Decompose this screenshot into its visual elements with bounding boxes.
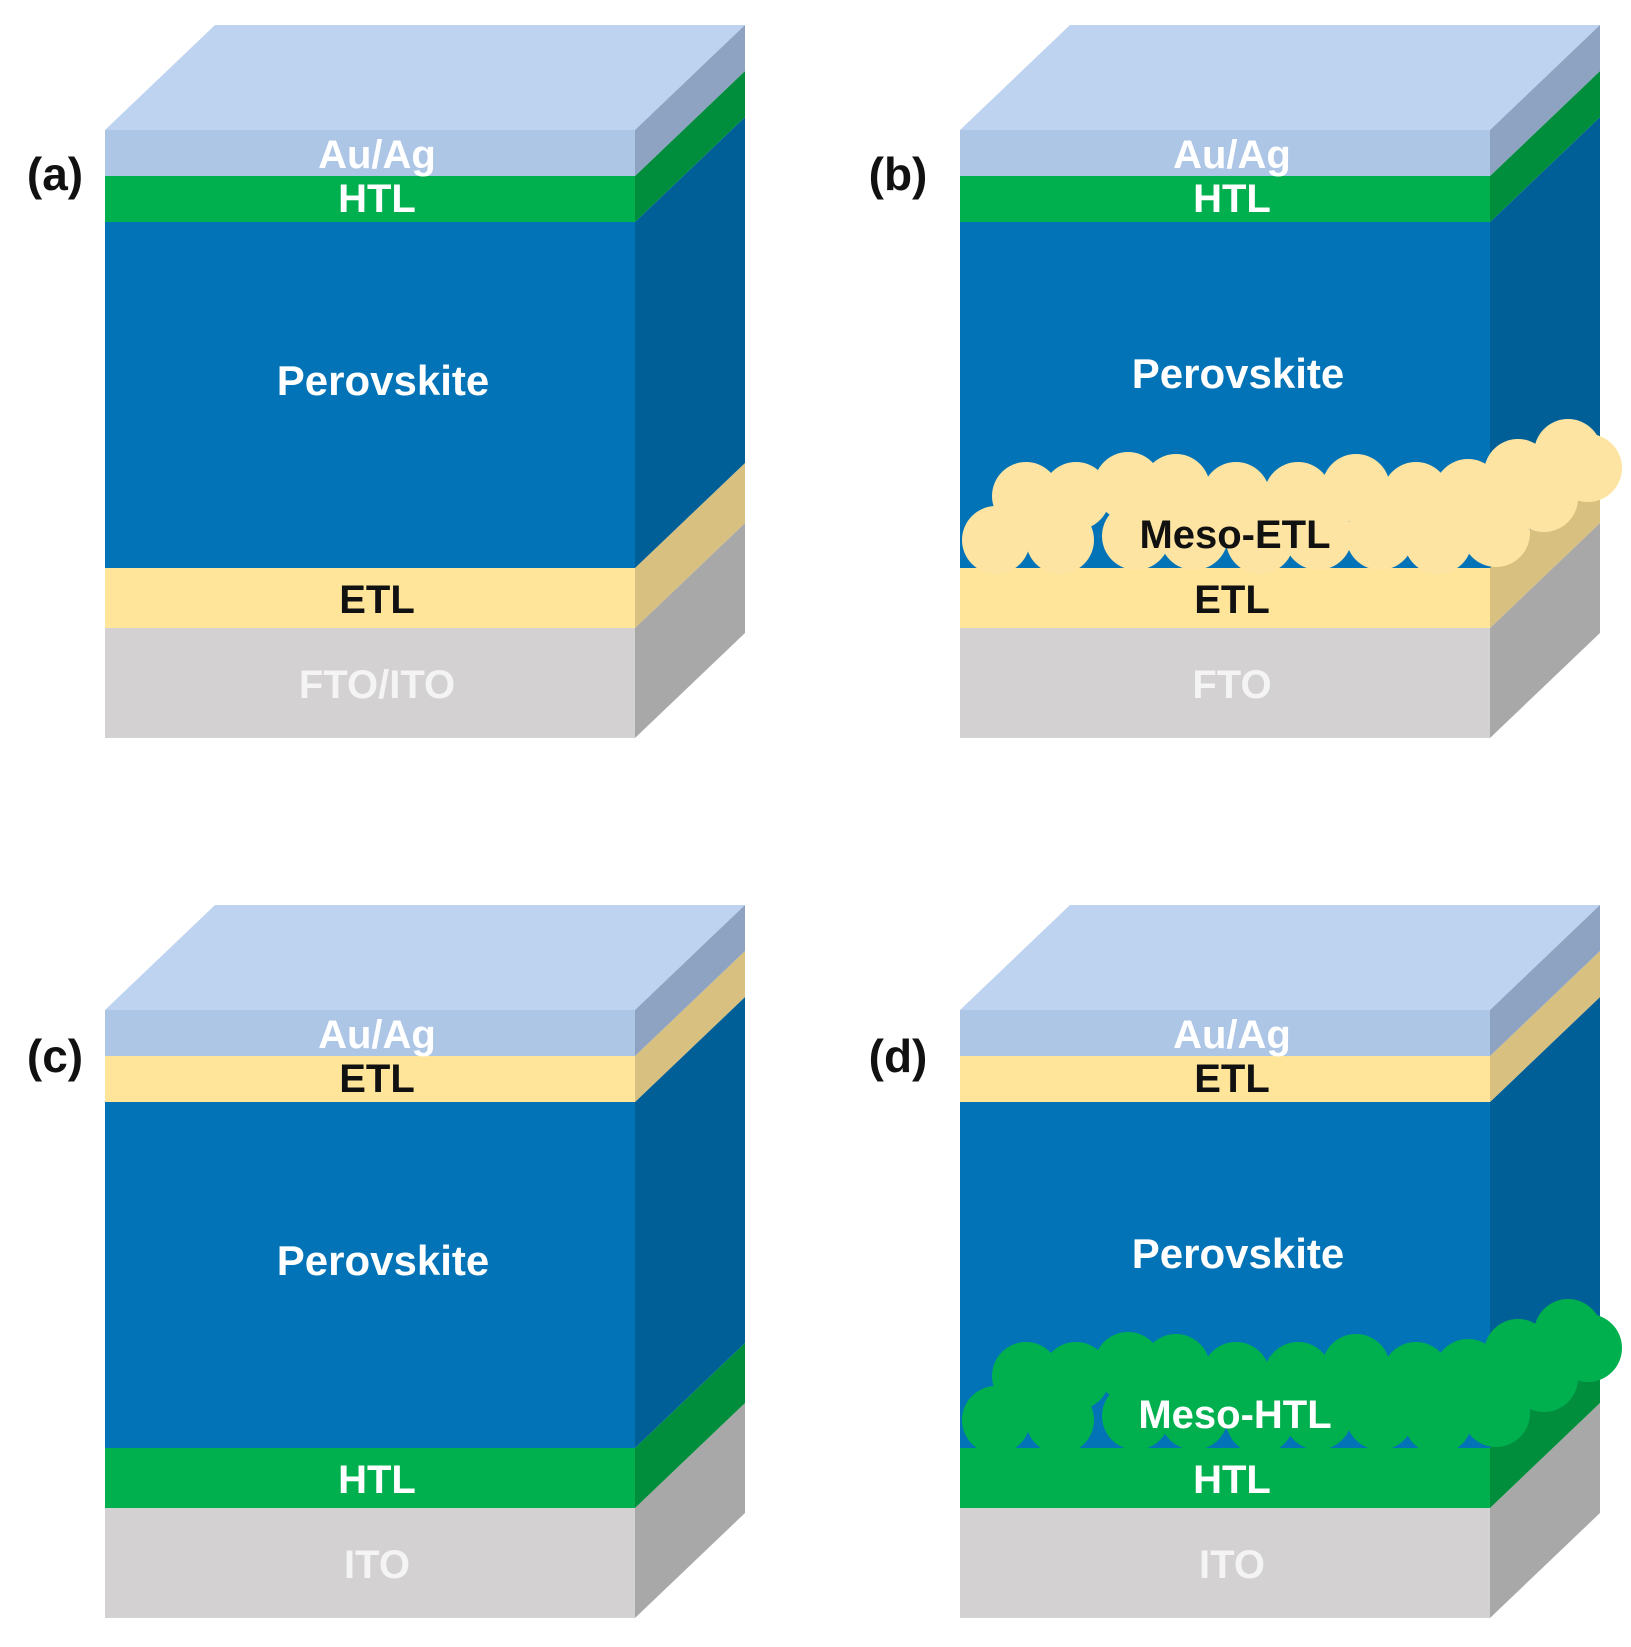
lower-transport-layer-side — [635, 463, 745, 628]
substrate-layer-front — [960, 628, 1490, 738]
meso-particle — [1462, 1379, 1530, 1447]
metal-layer-front — [105, 1010, 635, 1056]
upper-transport-layer-front — [105, 176, 635, 222]
meso-htl-particles — [962, 1299, 1622, 1454]
upper-transport-layer-side — [1490, 951, 1600, 1102]
lower-transport-layer-front — [105, 568, 635, 628]
upper-transport-layer-side — [1490, 71, 1600, 222]
upper-transport-layer-side — [635, 71, 745, 222]
meso-particle — [1284, 1382, 1352, 1450]
meso-particle — [1284, 502, 1352, 570]
panel-label-c: (c) — [27, 1030, 83, 1082]
substrate-label: FTO — [1192, 663, 1271, 707]
substrate-layer-front — [105, 628, 635, 738]
perovskite-label: Perovskite — [1132, 1230, 1344, 1277]
perovskite-label: Perovskite — [277, 357, 489, 404]
substrate-layer-side — [1490, 1403, 1600, 1618]
meso-particle — [1102, 1382, 1170, 1450]
substrate-layer-side — [635, 1403, 745, 1618]
metal-top-face — [960, 25, 1600, 130]
lower-transport-label: HTL — [1193, 1458, 1271, 1502]
upper-transport-label: ETL — [339, 1057, 415, 1101]
meso-particle — [1094, 452, 1162, 520]
meso-etl-particles — [962, 419, 1622, 574]
upper-transport-label: HTL — [338, 177, 416, 221]
meso-particle — [1094, 1332, 1162, 1400]
metal-top-face — [960, 905, 1600, 1010]
perovskite-layer-front — [105, 1102, 635, 1448]
lower-transport-layer-front — [960, 568, 1490, 628]
substrate-layer-side — [1490, 523, 1600, 738]
metal-layer-label: Au/Ag — [1173, 1013, 1291, 1057]
perovskite-layer-side — [635, 997, 745, 1448]
panel-label-d: (d) — [869, 1030, 928, 1082]
panel-label-b: (b) — [869, 148, 928, 200]
meso-particle — [1226, 1386, 1294, 1454]
metal-layer-side — [1490, 25, 1600, 176]
lower-transport-layer-side — [635, 1343, 745, 1508]
metal-layer-side — [635, 25, 745, 176]
meso-layer-label: Meso-HTL — [1138, 1393, 1331, 1437]
perovskite-label: Perovskite — [277, 1237, 489, 1284]
substrate-label: ITO — [344, 1543, 410, 1587]
metal-top-face — [105, 905, 745, 1010]
upper-transport-layer-front — [960, 176, 1490, 222]
perovskite-layer-side — [635, 117, 745, 568]
substrate-layer-front — [960, 1508, 1490, 1618]
substrate-label: FTO/ITO — [299, 663, 455, 707]
lower-transport-layer-front — [105, 1448, 635, 1508]
meso-particle — [1226, 506, 1294, 574]
substrate-layer-front — [105, 1508, 635, 1618]
meso-layer-label: Meso-ETL — [1139, 513, 1330, 557]
lower-transport-layer-front — [960, 1448, 1490, 1508]
upper-transport-layer-front — [960, 1056, 1490, 1102]
meso-particle — [1554, 434, 1622, 502]
meso-particle — [1102, 502, 1170, 570]
substrate-layer-side — [635, 523, 745, 738]
metal-layer-side — [1490, 905, 1600, 1056]
perovskite-layer-front — [105, 222, 635, 568]
upper-transport-label: HTL — [1193, 177, 1271, 221]
meso-particle — [1042, 1342, 1110, 1410]
metal-layer-label: Au/Ag — [318, 1013, 436, 1057]
metal-layer-front — [960, 1010, 1490, 1056]
meso-particle — [1042, 462, 1110, 530]
lower-transport-label: HTL — [338, 1458, 416, 1502]
metal-layer-front — [105, 130, 635, 176]
metal-layer-label: Au/Ag — [318, 133, 436, 177]
meso-particle — [1462, 499, 1530, 567]
perovskite-label: Perovskite — [1132, 350, 1344, 397]
metal-layer-front — [960, 130, 1490, 176]
substrate-label: ITO — [1199, 1543, 1265, 1587]
lower-transport-label: ETL — [339, 578, 415, 622]
meso-particle — [1554, 1314, 1622, 1382]
metal-top-face — [105, 25, 745, 130]
lower-transport-label: ETL — [1194, 578, 1270, 622]
panel-label-a: (a) — [27, 148, 83, 200]
upper-transport-layer-front — [105, 1056, 635, 1102]
metal-layer-label: Au/Ag — [1173, 133, 1291, 177]
upper-transport-layer-side — [635, 951, 745, 1102]
metal-layer-side — [635, 905, 745, 1056]
upper-transport-label: ETL — [1194, 1057, 1270, 1101]
